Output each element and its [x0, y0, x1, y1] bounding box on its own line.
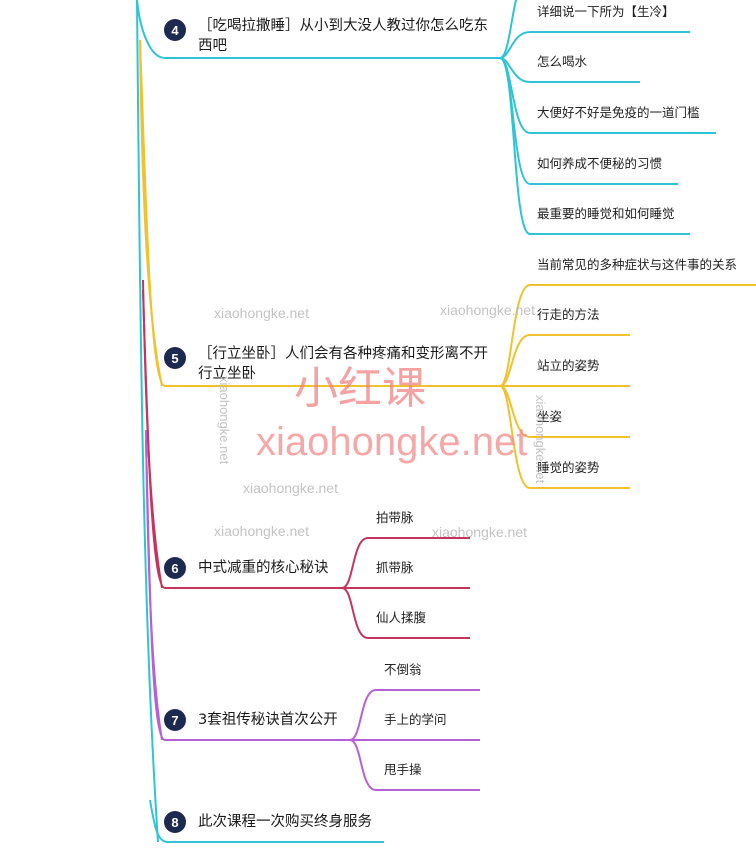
topic5-underline	[139, 39, 500, 387]
topic6-child-3: 仙人揉腹	[376, 610, 427, 625]
topic7-number-badge: 7	[164, 709, 186, 731]
topic5-number-badge: 5	[164, 347, 186, 369]
topic5-branch-4	[499, 385, 630, 489]
topic7-child-3: 甩手操	[384, 762, 422, 777]
topic6-child-1: 拍带脉	[376, 510, 414, 525]
topic5-child-3: 站立的姿势	[537, 358, 600, 373]
topic5-branch-0	[499, 284, 756, 387]
topic7-child-1: 不倒翁	[384, 662, 422, 677]
topic7-branch-2	[349, 739, 480, 791]
topic4-child-1: 详细说一下所为【生冷】	[537, 4, 675, 19]
topic6-branch-0	[341, 537, 470, 589]
topic6-number-badge: 6	[164, 557, 186, 579]
watermark-small: xiaohongke.net	[243, 480, 338, 496]
topic5-child-2: 行走的方法	[537, 307, 600, 322]
watermark-small: xiaohongke.net	[214, 305, 309, 321]
watermark-small: xiaohongke.net	[214, 523, 309, 539]
topic4-child-5: 最重要的睡觉和如何睡觉	[537, 206, 675, 221]
watermark-chinese: 小红课	[294, 363, 426, 414]
topic5-branch-1	[499, 334, 630, 387]
topic4-branch-0	[499, 0, 518, 59]
topic7-underline	[145, 439, 350, 741]
topic8-title: 此次课程一次购买终身服务	[198, 814, 372, 830]
topic4-child-4: 如何养成不便秘的习惯	[537, 156, 663, 171]
topic4-branch-5	[499, 57, 690, 235]
topic5-child-4: 坐姿	[537, 409, 563, 424]
topic8-number-badge: 8	[164, 811, 186, 833]
topic7-branch-0	[349, 689, 480, 741]
topic4-child-3: 大便好不好是免疫的一道门槛	[537, 105, 700, 120]
topic4-underline	[136, 0, 500, 59]
topic6-branch-2	[341, 587, 470, 639]
topic5-child-1: 当前常见的多种症状与这件事的关系	[537, 257, 738, 272]
topic4-title: ［吃喝拉撒睡］从小到大没人教过你怎么吃东西吧	[198, 18, 488, 54]
trunk-line	[136, 0, 159, 843]
watermark-small: xiaohongke.net	[440, 302, 535, 318]
watermark-vertical: xiaohongke.net	[217, 376, 232, 465]
watermark-vertical: xiaohongke.net	[533, 395, 548, 484]
topic6-child-2: 抓带脉	[376, 560, 414, 575]
topic7-child-2: 手上的学问	[384, 712, 447, 727]
watermark-small: xiaohongke.net	[432, 524, 527, 540]
topic5-child-5: 睡觉的姿势	[537, 460, 600, 475]
topic5-title: ［行立坐卧］人们会有各种疼痛和变形离不开行立坐卧	[198, 346, 488, 382]
topic8-underline	[149, 799, 384, 843]
topic6-title: 中式减重的核心秘诀	[198, 560, 329, 576]
topic7-title: 3套祖传秘诀首次公开	[198, 712, 338, 728]
topic6-underline	[142, 289, 342, 589]
topic4-number-badge: 4	[164, 19, 186, 41]
topic4-branch-1	[499, 31, 690, 59]
watermark-large: xiaohongke.net	[256, 420, 528, 464]
topic4-child-2: 怎么喝水	[537, 54, 588, 69]
